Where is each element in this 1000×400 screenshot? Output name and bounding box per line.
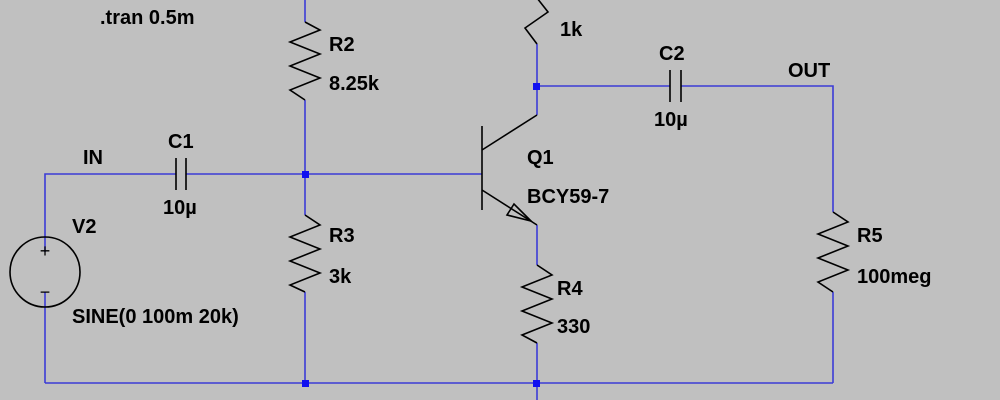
r1-resistor	[523, 0, 550, 45]
q1-transistor	[481, 114, 538, 226]
v2-source: + −	[9, 236, 81, 308]
q1-collector-lead	[481, 114, 538, 151]
r3-resistor	[287, 214, 323, 293]
wires	[44, 0, 834, 400]
r3-value: 3k	[329, 266, 352, 288]
c1-name: C1	[168, 131, 194, 153]
q1-value: BCY59-7	[527, 186, 609, 208]
junction-collector	[533, 83, 540, 90]
c2-capacitor	[669, 70, 682, 102]
r1-value: 1k	[560, 19, 583, 41]
junction-ground-left	[302, 380, 309, 387]
q1-emitter-lead	[481, 189, 538, 226]
r4-name: R4	[557, 278, 583, 300]
r4-resistor	[519, 264, 555, 344]
c2-value: 10µ	[654, 109, 688, 131]
q1-emitter-arrow	[505, 202, 534, 223]
r2-value: 8.25k	[329, 73, 380, 95]
r5-name: R5	[857, 225, 883, 247]
v2-value: SINE(0 100m 20k)	[72, 306, 239, 328]
r5-value: 100meg	[857, 266, 932, 288]
r5-resistor	[815, 211, 851, 293]
r2-name: R2	[329, 34, 355, 56]
net-label-out: OUT	[788, 60, 830, 82]
c1-capacitor	[175, 158, 187, 190]
v2-circle	[9, 236, 81, 308]
r4-value: 330	[557, 316, 590, 338]
wire-out	[681, 85, 834, 212]
v2-plus-sign: +	[40, 241, 51, 261]
junctions	[302, 83, 540, 387]
v2-minus-sign: −	[40, 282, 51, 302]
r2-resistor	[287, 21, 323, 101]
tran-directive: .tran 0.5m	[100, 7, 194, 29]
net-label-in: IN	[83, 147, 103, 169]
junction-base	[302, 171, 309, 178]
r3-name: R3	[329, 225, 355, 247]
c2-name: C2	[659, 43, 685, 65]
wire-in	[44, 173, 176, 252]
v2-name: V2	[72, 216, 96, 238]
c1-value: 10µ	[163, 197, 197, 219]
q1-name: Q1	[527, 147, 554, 169]
junction-ground-right	[533, 380, 540, 387]
